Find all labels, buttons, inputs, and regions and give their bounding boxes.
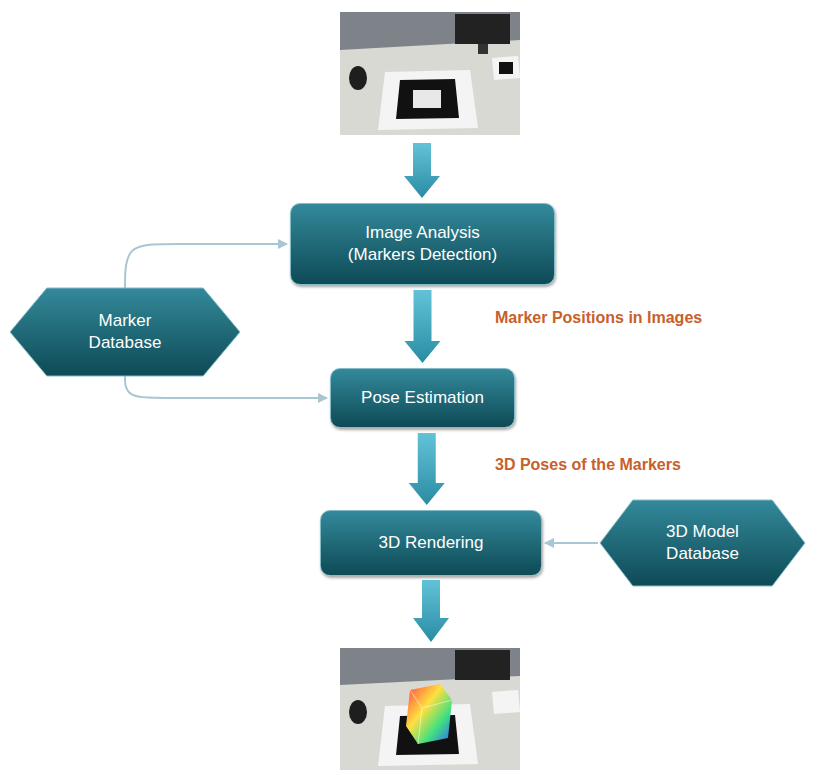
second-marker <box>492 56 520 80</box>
photo-background <box>340 12 520 135</box>
marker-paper <box>378 70 478 130</box>
database-hexagon: Marker Database <box>10 288 240 376</box>
marker-pattern <box>413 90 441 108</box>
mouse <box>349 66 367 90</box>
output-photo <box>340 648 520 770</box>
cube-edge <box>418 708 422 744</box>
database-hexagon: 3D Model Database <box>600 500 805 586</box>
process-box: 3D Rendering <box>320 510 542 576</box>
data-link <box>545 542 598 544</box>
node-label: Marker Database <box>75 310 175 354</box>
monitor-stand <box>478 44 488 54</box>
edge-label: Marker Positions in Images <box>492 308 705 328</box>
flow-arrow <box>405 290 441 363</box>
second-marker <box>492 690 520 714</box>
node-label: 3D Model Database <box>653 521 753 565</box>
flow-arrow <box>413 580 449 642</box>
hexagon-outline <box>10 288 240 376</box>
desk-surface <box>340 40 520 135</box>
hexagon-shape <box>10 288 240 376</box>
node-label: Image Analysis (Markers Detection) <box>333 222 513 266</box>
edge-label: 3D Poses of the Markers <box>492 455 684 475</box>
second-marker-frame <box>499 62 513 74</box>
marker-frame <box>396 79 459 119</box>
process-box: Pose Estimation <box>330 368 515 428</box>
data-link <box>125 244 287 288</box>
process-box: Image Analysis (Markers Detection) <box>290 203 555 285</box>
mouse <box>349 700 367 724</box>
virtual-cube <box>406 684 452 744</box>
flow-arrow <box>404 143 440 198</box>
flow-arrow <box>409 433 445 505</box>
cube-edge <box>410 690 452 708</box>
node-label: 3D Rendering <box>379 532 484 554</box>
hexagon-shape <box>600 500 805 586</box>
monitor <box>455 14 510 44</box>
desk-surface <box>340 676 520 770</box>
monitor <box>455 650 510 680</box>
hexagon-outline <box>600 500 805 586</box>
data-link <box>125 376 327 398</box>
input-photo <box>340 12 520 135</box>
node-label: Pose Estimation <box>361 387 484 409</box>
photo-background <box>340 648 520 770</box>
